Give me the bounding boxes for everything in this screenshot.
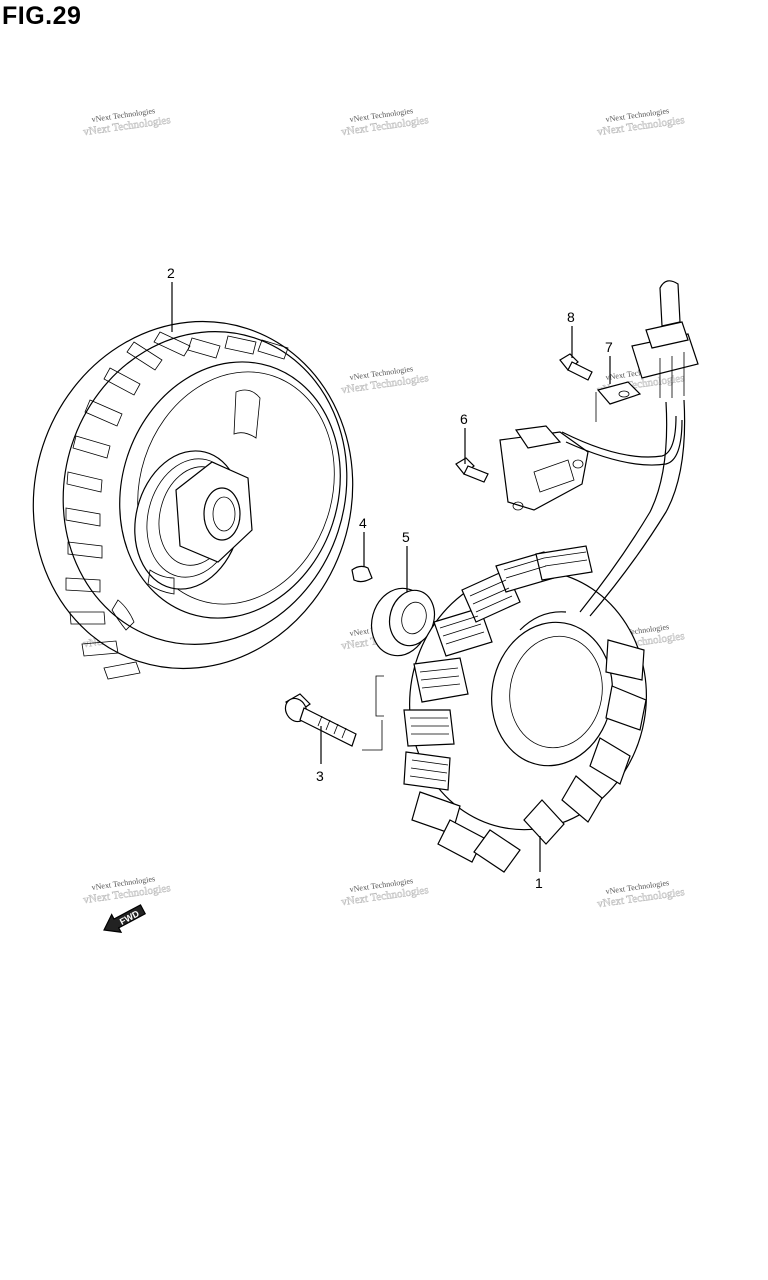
wire-clamp [595,381,642,422]
callout-6: 6 [460,411,468,427]
rotor-bolt [284,675,384,751]
callout-labels: 2 1 3 4 5 6 7 8 [167,265,613,891]
figure-title: FIG.29 [2,2,82,30]
stator [403,399,686,873]
pickup-coil [499,415,683,511]
flywheel-rotor [32,320,354,680]
clamp-screw [559,353,593,381]
callout-4: 4 [359,515,367,531]
watermark: vNext Technologies vNext Technologies [340,876,429,908]
stator-winding-lines [409,551,588,782]
callout-leaders [171,282,611,872]
rotor-rim-slots [65,331,289,680]
callout-1: 1 [535,875,543,891]
pickup-screw [455,457,489,483]
watermark: vNext Technologies vNext Technologies [340,364,429,396]
watermark: vNext Technologies vNext Technologies [82,106,171,138]
watermark: vNext Technologies vNext Technologies [596,878,685,910]
callout-2: 2 [167,265,175,281]
callout-8: 8 [567,309,575,325]
callout-7: 7 [605,339,613,355]
woodruff-key [351,565,373,583]
watermark: vNext Technologies vNext Technologies [340,106,429,138]
watermark: vNext Technologies vNext Technologies [82,874,171,906]
callout-3: 3 [316,768,324,784]
watermark: vNext Technologies vNext Technologies [596,106,685,138]
fwd-direction-badge: FWD [103,904,147,934]
callout-5: 5 [402,529,410,545]
bushing [370,587,436,657]
wire-harness-connector [631,280,699,398]
